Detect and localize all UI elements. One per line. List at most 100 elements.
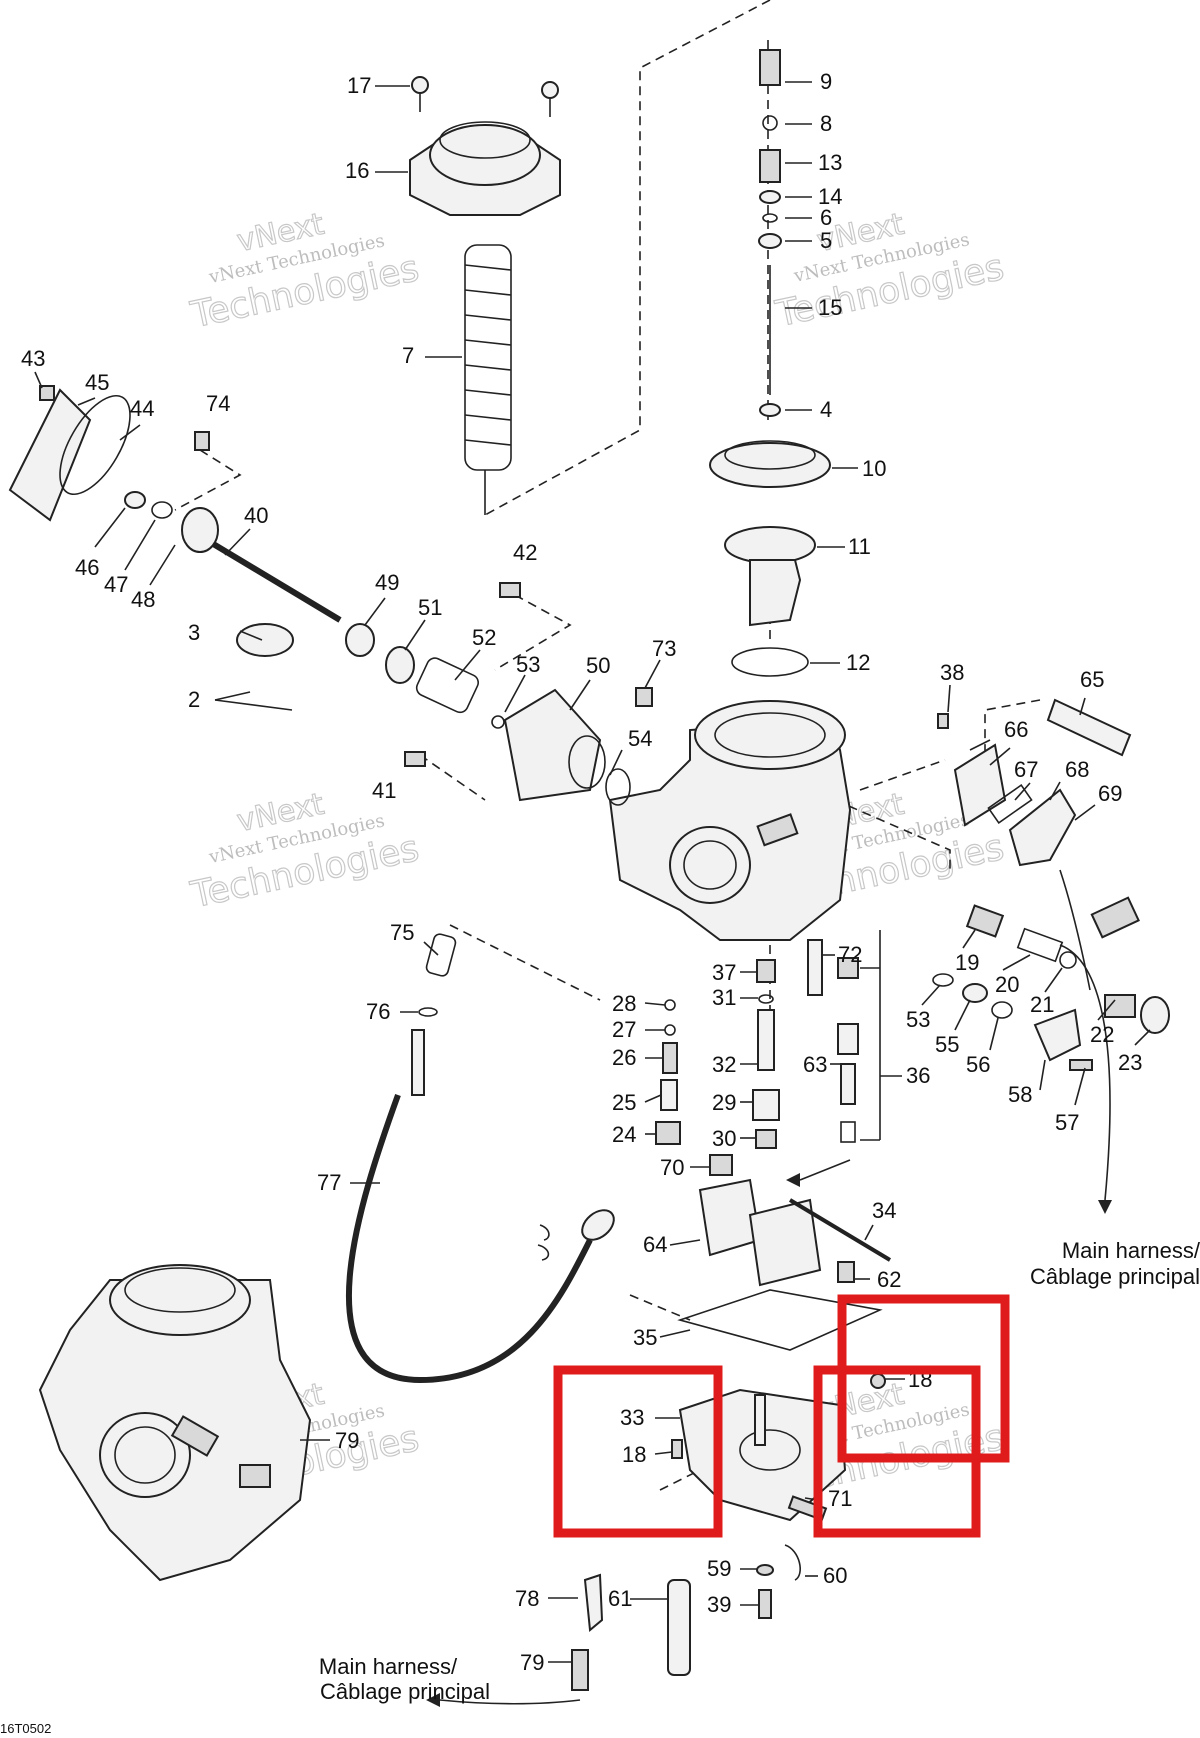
arrow	[439, 1699, 581, 1705]
callout-9: 9	[820, 69, 832, 94]
screw	[758, 1589, 772, 1619]
highlight-box-left	[553, 1365, 723, 1538]
callout-16: 16	[345, 158, 369, 183]
callout-labels: 17 16 7 9 8 13 14 6 5 15 4 10 11 12 43 4…	[21, 69, 1142, 1675]
callout-62: 62	[877, 1267, 901, 1292]
highlight-box-lower-right	[813, 1365, 981, 1538]
choke-assembly	[345, 623, 631, 806]
callout-49: 49	[375, 570, 399, 595]
callout-53: 53	[906, 1007, 930, 1032]
callout-17: 17	[347, 73, 371, 98]
screw	[671, 1439, 683, 1459]
callout-7: 7	[402, 343, 414, 368]
leader-lines	[34, 81, 1151, 1663]
callout-78: 78	[515, 1586, 539, 1611]
callout-56: 56	[966, 1052, 990, 1077]
callout-45: 45	[85, 370, 109, 395]
needle-valve	[807, 939, 859, 1143]
callout-5: 5	[820, 228, 832, 253]
screw	[937, 713, 949, 729]
callout-69: 69	[1098, 781, 1122, 806]
callout-25: 25	[612, 1090, 636, 1115]
callout-14: 14	[818, 184, 842, 209]
callout-51: 51	[418, 595, 442, 620]
callout-74: 74	[206, 391, 230, 416]
callout-73: 73	[652, 636, 676, 661]
callout-10: 10	[862, 456, 886, 481]
harness-notes: Main harness/ Câblage principal Main har…	[0, 1238, 1200, 1736]
right-side-parts	[932, 698, 1170, 1201]
callout-67: 67	[1014, 757, 1038, 782]
callout-39: 39	[707, 1592, 731, 1617]
throttle-shaft	[8, 388, 342, 657]
callout-34: 34	[872, 1198, 896, 1223]
callout-2: 2	[188, 687, 200, 712]
screw	[404, 751, 426, 767]
callout-59: 59	[707, 1556, 731, 1581]
screw	[837, 1261, 855, 1283]
arrow	[426, 1693, 440, 1707]
callout-79: 79	[520, 1650, 544, 1675]
assembled-carburetor	[38, 1264, 312, 1582]
callout-4: 4	[820, 397, 832, 422]
callout-41: 41	[372, 778, 396, 803]
callout-28: 28	[612, 991, 636, 1016]
harness-note-left-line1: Main harness/	[319, 1654, 458, 1679]
parts	[8, 49, 1170, 1707]
callout-58: 58	[1008, 1082, 1032, 1107]
callout-18: 18	[622, 1442, 646, 1467]
highlight-box-upper-right	[837, 1294, 1010, 1463]
callout-42: 42	[513, 540, 537, 565]
callout-3: 3	[188, 620, 200, 645]
slide-spring	[464, 244, 512, 515]
callout-47: 47	[104, 572, 128, 597]
carburetor-body	[608, 700, 852, 941]
needle-stack	[758, 49, 782, 417]
callout-65: 65	[1080, 667, 1104, 692]
top-cover	[409, 121, 561, 216]
callout-66: 66	[1004, 717, 1028, 742]
callout-37: 37	[712, 960, 736, 985]
callout-50: 50	[586, 653, 610, 678]
callout-48: 48	[131, 587, 155, 612]
arrow	[799, 1159, 851, 1181]
throttle-slide	[724, 526, 816, 627]
clamp	[583, 1573, 604, 1632]
callout-70: 70	[660, 1155, 684, 1180]
callout-43: 43	[21, 346, 45, 371]
callout-60: 60	[823, 1563, 847, 1588]
float	[698, 1178, 892, 1287]
callout-21: 21	[1030, 992, 1054, 1017]
callout-75: 75	[390, 920, 414, 945]
callout-53: 53	[516, 652, 540, 677]
callout-32: 32	[712, 1052, 736, 1077]
cover-screws	[411, 76, 559, 117]
callout-24: 24	[612, 1122, 636, 1147]
o-ring	[731, 647, 809, 677]
callout-36: 36	[906, 1063, 930, 1088]
harness-note-right-line2: Câblage principal	[1030, 1264, 1200, 1289]
callout-22: 22	[1090, 1022, 1114, 1047]
callout-15: 15	[818, 295, 842, 320]
choke-cable	[345, 933, 615, 1384]
callout-68: 68	[1065, 757, 1089, 782]
callout-61: 61	[608, 1586, 632, 1611]
arrow	[1098, 1200, 1112, 1214]
callout-6: 6	[820, 205, 832, 230]
callout-19: 19	[955, 950, 979, 975]
callout-11: 11	[848, 534, 871, 559]
callout-35: 35	[633, 1325, 657, 1350]
figure-code: 16T0502	[0, 1721, 51, 1736]
highlight-boxes	[553, 1294, 1010, 1538]
callout-57: 57	[1055, 1110, 1079, 1135]
callout-29: 29	[712, 1090, 736, 1115]
screw	[499, 582, 521, 598]
callout-33: 33	[620, 1405, 644, 1430]
callout-71: 71	[828, 1486, 852, 1511]
callout-46: 46	[75, 555, 99, 580]
callout-23: 23	[1118, 1050, 1142, 1075]
callout-20: 20	[995, 972, 1019, 997]
washer	[756, 1564, 774, 1576]
callout-54: 54	[628, 726, 652, 751]
